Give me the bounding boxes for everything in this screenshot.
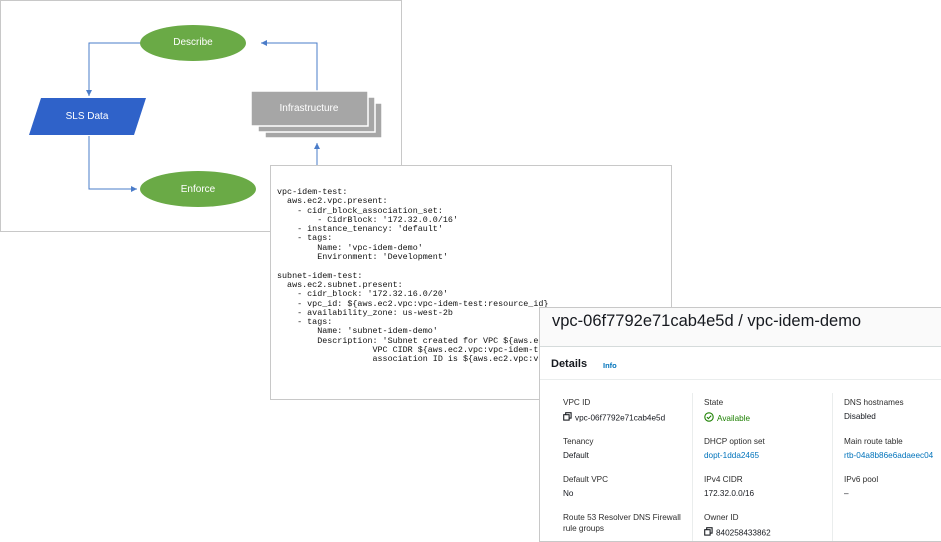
column-divider bbox=[692, 393, 693, 541]
copy-icon[interactable] bbox=[704, 527, 713, 540]
info-link[interactable]: Info bbox=[603, 361, 617, 370]
arrow-infra-to-describe bbox=[261, 40, 318, 91]
code-line: vpc-idem-test: bbox=[277, 187, 348, 197]
code-line: - cidr_block: '172.32.16.0/20' bbox=[277, 289, 448, 300]
code-line: - CidrBlock: '172.32.0.0/16' bbox=[277, 214, 458, 225]
default-vpc-label: Default VPC bbox=[563, 475, 609, 484]
code-line: - availability_zone: us-west-2b bbox=[277, 307, 453, 318]
ipv4-cidr-value: 172.32.0.0/16 bbox=[704, 489, 755, 498]
infrastructure-label: Infrastructure bbox=[279, 103, 339, 114]
code-line: VPC CIDR ${aws.ec2.vpc:vpc-idem-test:c bbox=[277, 345, 564, 356]
sls-data-node bbox=[29, 98, 146, 135]
code-line: - tags: bbox=[277, 317, 333, 328]
code-line: - cidr_block_association_set: bbox=[277, 205, 443, 216]
state-value: Available bbox=[704, 412, 750, 426]
owner-id-value: 840258433862 bbox=[704, 527, 771, 540]
code-line: aws.ec2.vpc.present: bbox=[277, 196, 388, 207]
code-line: association ID is ${aws.ec2.vpc:vpc-ide bbox=[277, 354, 569, 365]
vpc-id-value: vpc-06f7792e71cab4e5d bbox=[563, 412, 665, 425]
main-route-table-link[interactable]: rtb-04a8b86e6adaeec04 bbox=[844, 451, 934, 460]
describe-label: Describe bbox=[173, 37, 213, 48]
owner-id-label: Owner ID bbox=[704, 513, 739, 522]
tenancy-label: Tenancy bbox=[563, 437, 594, 446]
dhcp-option-set-label: DHCP option set bbox=[704, 437, 765, 446]
flow-diagram-panel: Describe SLS Data Infrastructure Enforce bbox=[0, 0, 402, 232]
route53-firewall-label-line2: rule groups bbox=[563, 524, 604, 533]
arrow-sls-to-enforce bbox=[88, 136, 137, 192]
sls-data-label: SLS Data bbox=[65, 111, 109, 122]
describe-node bbox=[140, 25, 246, 61]
enforce-node bbox=[140, 171, 256, 207]
owner-id-text: 840258433862 bbox=[716, 528, 771, 538]
code-line: - tags: bbox=[277, 233, 333, 244]
enforce-label: Enforce bbox=[180, 184, 216, 195]
code-line: Environment: 'Development' bbox=[277, 252, 448, 263]
code-line: - vpc_id: ${aws.ec2.vpc:vpc-idem-test:re… bbox=[277, 298, 549, 309]
sls-code-block: vpc-idem-test: aws.ec2.vpc.present: - ci… bbox=[277, 187, 569, 365]
vpc-details-panel: vpc-06f7792e71cab4e5d / vpc-idem-demo De… bbox=[539, 307, 941, 542]
vpc-id-label: VPC ID bbox=[563, 398, 591, 407]
vpc-id-text: vpc-06f7792e71cab4e5d bbox=[575, 413, 666, 423]
state-text: Available bbox=[717, 413, 751, 423]
details-card: Details Info VPC ID vpc-06f7792e71cab4e5… bbox=[540, 346, 941, 541]
code-line: aws.ec2.subnet.present: bbox=[277, 279, 403, 290]
column-divider bbox=[832, 393, 833, 541]
code-line: - instance_tenancy: 'default' bbox=[277, 224, 443, 235]
code-line: Name: 'subnet-idem-demo' bbox=[277, 326, 438, 337]
route53-firewall-label-line1: Route 53 Resolver DNS Firewall bbox=[563, 513, 681, 522]
dhcp-option-set-link[interactable]: dopt-1dda2465 bbox=[704, 451, 760, 460]
infrastructure-node bbox=[250, 90, 369, 127]
copy-icon[interactable] bbox=[563, 412, 572, 425]
ipv6-pool-value: – bbox=[844, 489, 849, 498]
dns-hostnames-value: Disabled bbox=[844, 412, 876, 421]
ipv6-pool-label: IPv6 pool bbox=[844, 475, 879, 484]
check-circle-icon bbox=[704, 412, 714, 426]
main-route-table-label: Main route table bbox=[844, 437, 903, 446]
default-vpc-value: No bbox=[563, 489, 574, 498]
code-line: subnet-idem-test: bbox=[277, 270, 363, 281]
ipv4-cidr-label: IPv4 CIDR bbox=[704, 475, 743, 484]
vpc-page-title: vpc-06f7792e71cab4e5d / vpc-idem-demo bbox=[552, 312, 862, 330]
details-card-header: Details Info bbox=[540, 347, 941, 380]
state-label: State bbox=[704, 398, 724, 407]
dns-hostnames-label: DNS hostnames bbox=[844, 398, 904, 407]
tenancy-value: Default bbox=[563, 451, 589, 460]
flow-diagram bbox=[29, 25, 383, 207]
code-line: Description: 'Subnet created for VPC ${a… bbox=[277, 335, 564, 346]
details-heading: Details bbox=[551, 358, 588, 370]
arrow-describe-to-sls bbox=[86, 42, 141, 96]
code-line: Name: 'vpc-idem-demo' bbox=[277, 242, 423, 253]
